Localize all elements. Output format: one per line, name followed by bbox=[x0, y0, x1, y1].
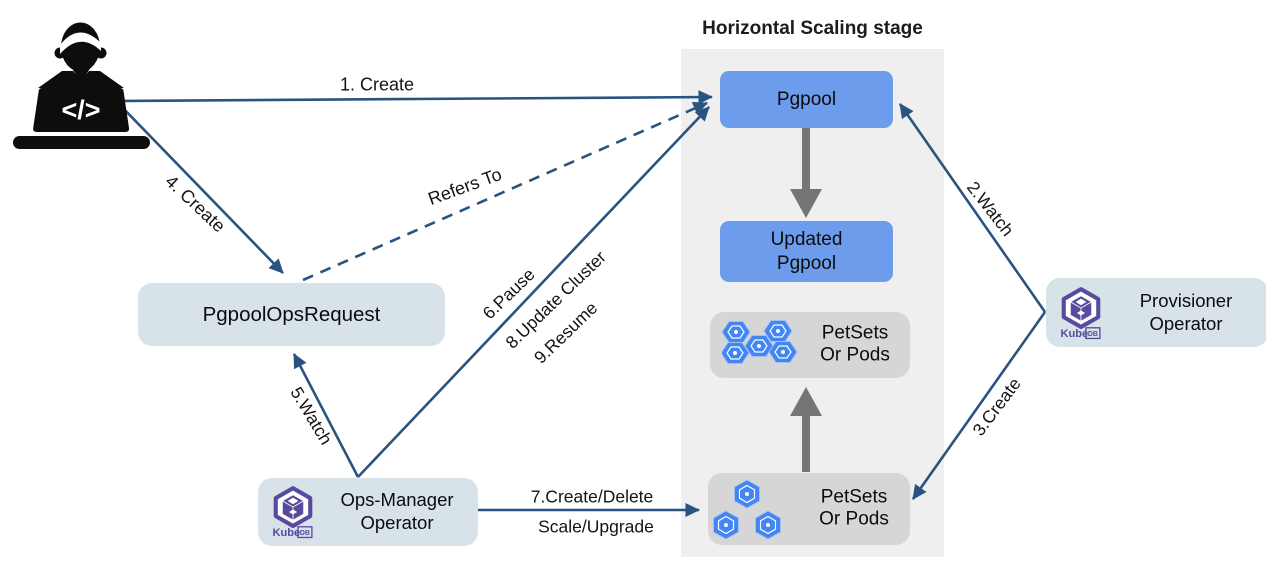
kubedb-wordmark-kube: Kube bbox=[1060, 327, 1088, 339]
pod-hexagon-cluster-icon bbox=[713, 479, 781, 540]
node-petsets-top-label: PetSets Or Pods bbox=[820, 322, 890, 366]
developer-user-icon: </> bbox=[13, 22, 150, 149]
node-pgpool-label: Pgpool bbox=[776, 88, 837, 110]
kubedb-logo-icon: Kube DB bbox=[1060, 286, 1101, 339]
stage-title: Horizontal Scaling stage bbox=[702, 18, 923, 39]
edge-label-refers-to: Refers To bbox=[425, 164, 505, 210]
node-pgpool-ops-request-label: PgpoolOpsRequest bbox=[202, 303, 381, 326]
node-pgpool-ops-request: PgpoolOpsRequest bbox=[138, 283, 445, 346]
node-petsets-or-pods-current: PetSets Or Pods bbox=[708, 473, 910, 545]
kubedb-wordmark-db: DB bbox=[1088, 331, 1098, 338]
node-ops-manager-operator-label: Ops-Manager Operator bbox=[340, 489, 454, 533]
pod-hexagon-cluster-icon bbox=[722, 320, 798, 364]
node-petsets-bottom-label: PetSets Or Pods bbox=[819, 486, 889, 530]
edge-label-1-create: 1. Create bbox=[339, 74, 415, 95]
edge-label-2-watch: 2.Watch bbox=[962, 177, 1018, 240]
edge-label-7-create-delete: 7.Create/Delete bbox=[530, 486, 654, 507]
node-updated-pgpool-label: Updated Pgpool bbox=[770, 229, 843, 274]
kubedb-wordmark-kube: Kube bbox=[272, 527, 300, 539]
kubedb-wordmark-db: DB bbox=[300, 530, 310, 537]
edge-label-4-create: 4. Create bbox=[161, 171, 230, 237]
node-provisioner-operator: Kube DB Provisioner Operator bbox=[1046, 278, 1266, 347]
edge-label-5-watch: 5.Watch bbox=[286, 383, 337, 449]
node-petsets-or-pods-scaled: PetSets Or Pods bbox=[710, 312, 910, 378]
kubedb-logo-icon: Kube DB bbox=[272, 486, 313, 539]
node-pgpool: Pgpool bbox=[720, 71, 893, 128]
node-ops-manager-operator: Kube DB Ops-Manager Operator bbox=[258, 478, 478, 546]
node-provisioner-operator-label: Provisioner Operator bbox=[1139, 289, 1233, 334]
edge-1-create-line bbox=[119, 90, 713, 105]
edge-label-7-scale-upgrade: Scale/Upgrade bbox=[538, 516, 654, 537]
edge-refers-to-dashed-line bbox=[302, 101, 708, 282]
code-glyph: </> bbox=[61, 95, 100, 125]
edge-label-3-create: 3.Create bbox=[968, 373, 1025, 440]
node-updated-pgpool: Updated Pgpool bbox=[720, 221, 893, 282]
